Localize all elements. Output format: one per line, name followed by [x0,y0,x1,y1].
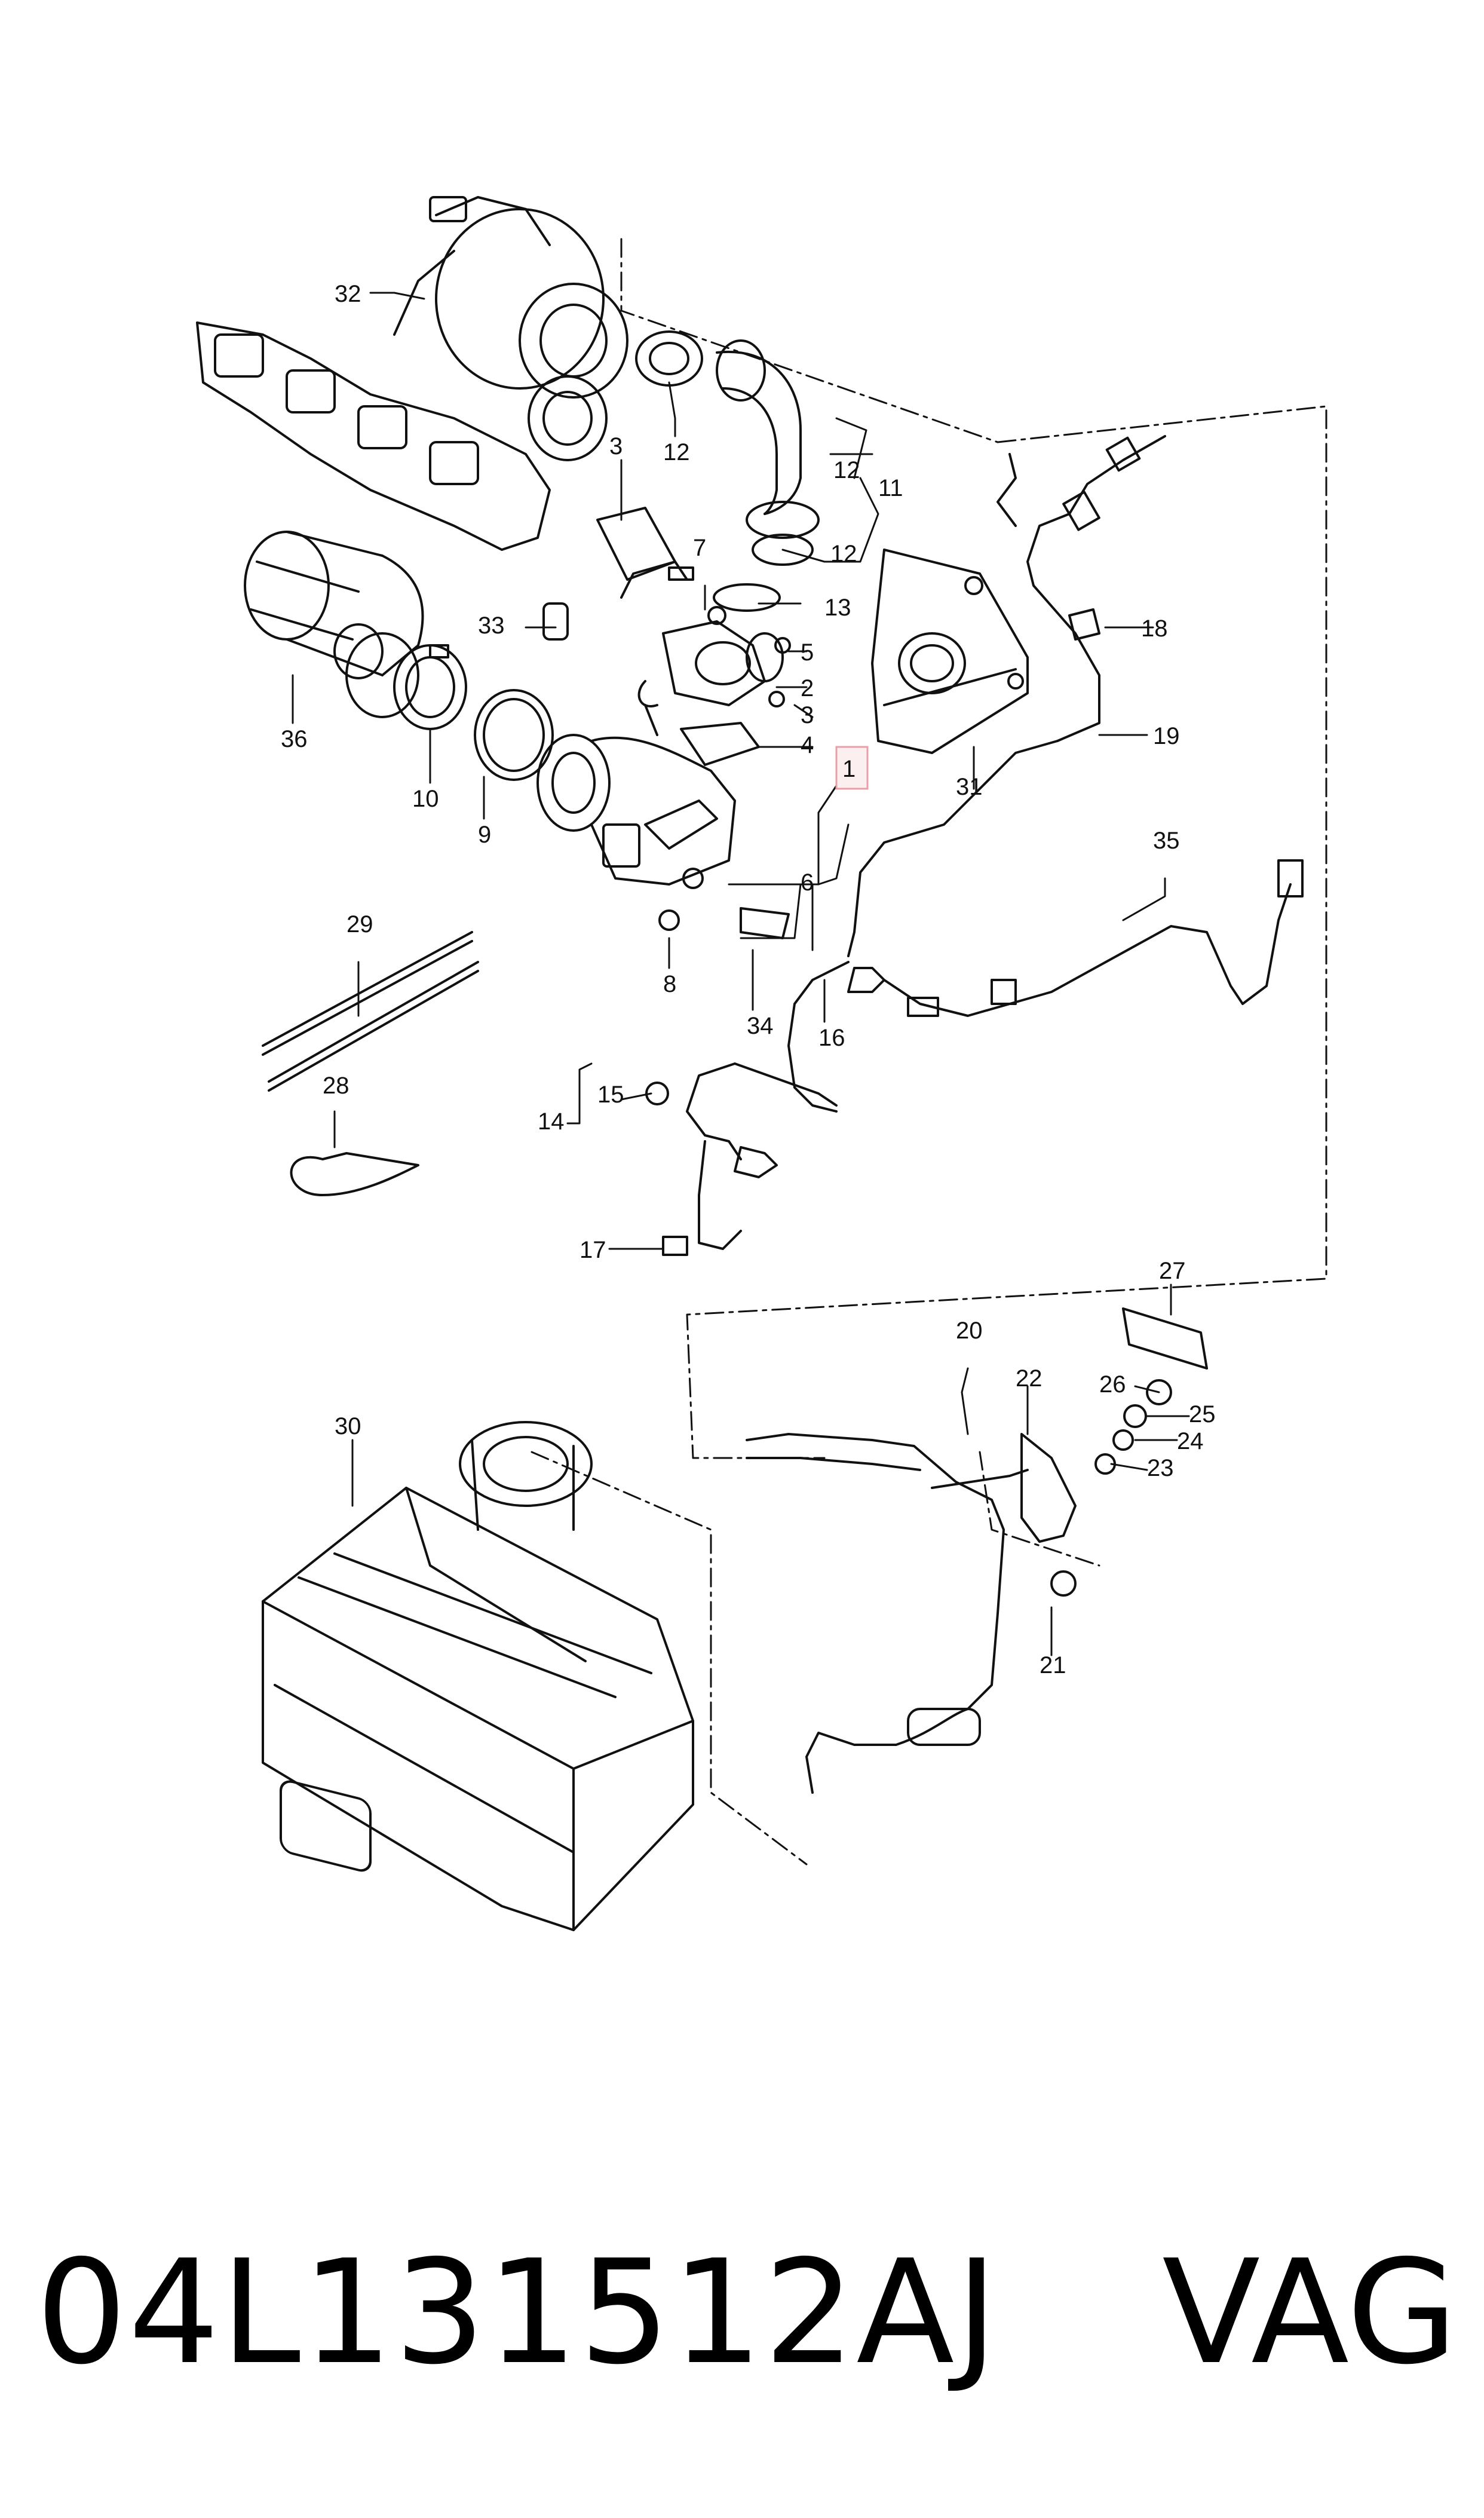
sensor-bracket [596,507,694,599]
callout-3a: 3 [609,433,623,460]
callout-14: 14 [538,1108,565,1135]
callout-highlight-box [835,746,869,790]
callout-1: 1 [842,756,856,782]
callout-20: 20 [956,1318,983,1344]
callout-11: 11 [878,475,903,501]
callout-33: 33 [478,612,505,639]
callout-9: 9 [478,822,491,848]
callout-2: 2 [801,675,814,702]
callout-13: 13 [824,595,851,621]
callout-12d: 12 [836,457,863,483]
part-footer: 04L131512AJ VAG [36,2223,1458,2402]
egr-cooler-body [536,680,736,886]
air-filter-housing [262,1421,694,1931]
leader-lines [292,292,1190,1656]
callout-29: 29 [347,911,373,938]
brand-name: VAG [1162,2229,1458,2396]
callout-36: 36 [281,726,308,752]
callout-12a: 12 [663,439,690,465]
callout-26: 26 [1099,1371,1126,1398]
hose-clip [1068,608,1100,641]
part-number: 04L131512AJ [36,2229,999,2396]
callout-4b: 4 [807,732,820,758]
callout-27: 27 [1159,1258,1186,1284]
callout-4a: 4 [801,732,814,758]
vacuum-hose-upper [997,435,1166,742]
vacuum-line-assembly [787,740,1304,1113]
callout-6: 6 [801,869,814,896]
exhaust-gasket [474,689,554,781]
callout-15: 15 [597,1082,624,1108]
callout-3b: 3 [801,702,814,728]
callout-16: 16 [818,1025,845,1051]
callout-35: 35 [1153,828,1180,854]
cable-ties [262,931,479,1196]
vacuum-line-lower [645,1062,838,1256]
callout-12b: 12 [833,457,860,483]
charge-air-hose [635,330,820,566]
callout-24: 24 [1177,1428,1204,1454]
catalytic-converter [244,531,424,718]
callout-3c: 3 [807,702,820,728]
callout-21: 21 [1040,1652,1066,1678]
callout-5: 5 [801,639,814,666]
callout-labels: 32 12 12 11 12 3 7 13 33 5 2 3 4 1 6 36 … [281,281,1216,1678]
callout-7: 7 [693,535,706,561]
callout-10: 10 [412,786,439,812]
vacuum-line-bottom [746,1433,1077,1794]
callout-28: 28 [323,1073,349,1099]
callout-19: 19 [1153,723,1180,749]
callout-18: 18 [1141,615,1168,642]
callout-8: 8 [663,971,676,997]
callout-12c: 12 [830,541,857,567]
callout-23: 23 [1147,1455,1174,1481]
callout-31: 32 [335,281,361,307]
throttle-body-assembly [662,583,791,766]
callout-25: 25 [1189,1401,1216,1428]
callout-6b: 6 [807,869,820,896]
callout-32: 31 [956,774,983,800]
turbocharger-manifold [196,196,628,551]
callout-17: 17 [580,1237,606,1263]
assembly-boundary-lines [531,238,1327,1865]
callout-22: 22 [1016,1365,1043,1392]
exhaust-clamp [393,644,467,730]
callout-34: 34 [747,1013,774,1039]
callout-30: 30 [335,1413,361,1439]
cylinder-head-cover [871,549,1029,754]
